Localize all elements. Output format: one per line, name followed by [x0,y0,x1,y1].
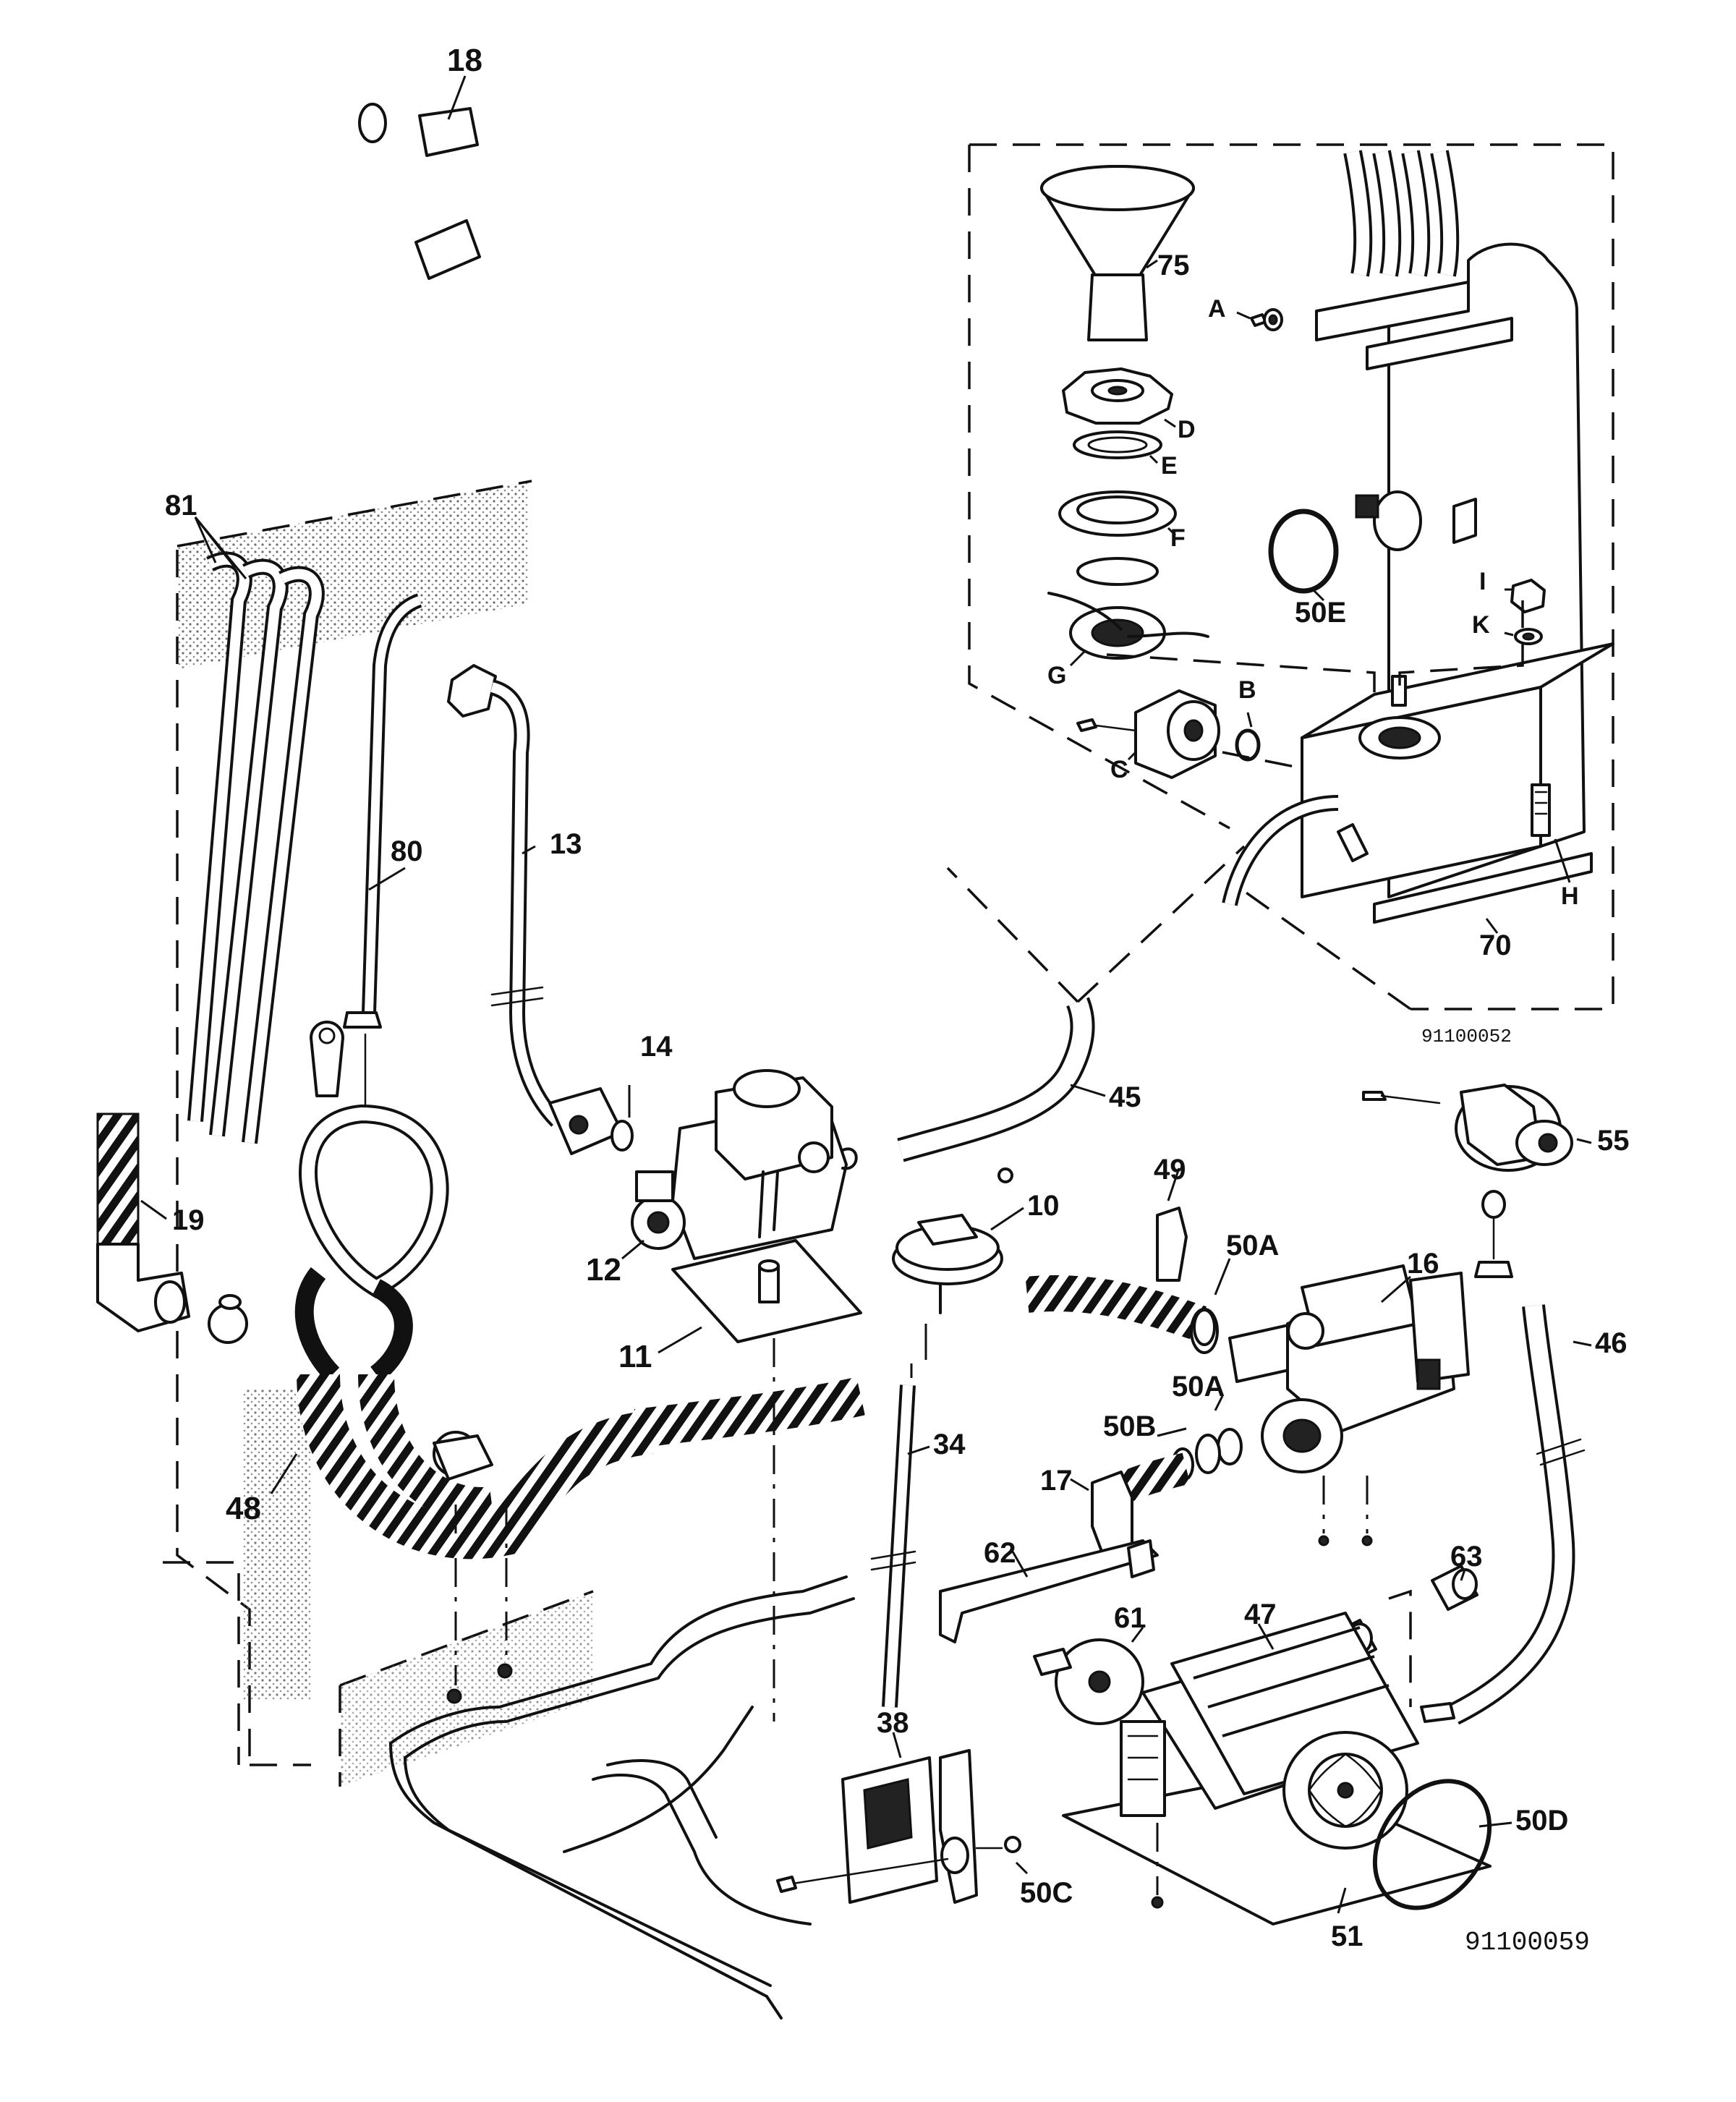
inset-hardware [1076,308,1546,779]
label-50B: 50B [1103,1410,1156,1442]
label-F: F [1170,524,1186,552]
drawing-code-inset: 91100052 [1421,1026,1512,1047]
label-34: 34 [933,1429,966,1460]
drain-hose [96,103,519,1344]
label-51: 51 [1331,1920,1363,1952]
gaskets-50 [1157,1258,1243,1482]
label-50D: 50D [1515,1805,1568,1837]
label-75: 75 [1157,250,1190,281]
tubes-81 [187,516,325,1144]
pressure-switch-10 [892,1167,1013,1360]
label-61: 61 [1114,1602,1146,1634]
cap-stack [1047,367,1209,667]
label-B: B [1238,676,1256,704]
hose-46 [1420,1304,1592,1725]
label-D: D [1178,416,1196,443]
label-50A-mid: 50A [1172,1371,1225,1403]
label-19: 19 [172,1204,205,1236]
label-E: E [1161,452,1178,480]
label-38: 38 [877,1707,909,1739]
label-H: H [1561,882,1579,910]
hose-45 [897,845,1246,1162]
label-I: I [1479,568,1486,595]
label-C: C [1110,756,1128,783]
label-13: 13 [550,828,582,860]
label-18: 18 [447,43,482,78]
tube-34 [870,1363,916,1708]
label-80: 80 [391,835,423,867]
dispenser-70 [1222,150,1614,934]
label-63: 63 [1450,1541,1483,1573]
label-A: A [1208,295,1226,323]
inlet-hose-13 [447,664,624,1155]
label-45: 45 [1109,1081,1141,1113]
label-10: 10 [1027,1190,1060,1222]
inset-boundary [968,143,1614,1010]
label-62: 62 [984,1537,1016,1569]
drawing-code-main: 91100059 [1465,1928,1590,1957]
label-49: 49 [1154,1154,1186,1186]
label-16: 16 [1407,1248,1439,1280]
flange-61 [1033,1627,1144,1725]
motor-47 [1062,1612,1492,1926]
pump-16 [1025,1264,1470,1546]
oring-50D [1372,1779,1512,1910]
label-81: 81 [165,490,197,522]
label-14: 14 [640,1031,673,1063]
bracket-62 [939,1539,1159,1643]
bracket-plate-11 [671,1239,862,1722]
label-46: 46 [1595,1327,1628,1359]
label-70: 70 [1479,929,1512,961]
cabinet-outline [163,480,594,1787]
tub-hose-48 [294,1021,865,1560]
support-38 [776,1732,1029,1904]
washer-14 [610,1085,634,1152]
elbow-17 [1070,1452,1191,1557]
label-11: 11 [618,1339,652,1374]
label-50C: 50C [1020,1877,1073,1909]
label-12: 12 [586,1252,621,1288]
label-17: 17 [1040,1465,1073,1497]
label-G: G [1047,662,1066,689]
label-47: 47 [1244,1599,1277,1630]
base-pan [389,1505,855,2020]
inlet-valve-12 [631,1069,858,1260]
spring-clip-49 [1156,1167,1188,1282]
callout-labels: 18 81 80 13 14 12 11 19 48 45 10 49 50A … [140,43,1630,1957]
vent-tube-80 [343,593,422,1115]
label-48: 48 [226,1491,261,1526]
label-50A-top: 50A [1226,1230,1279,1261]
control-55 [1362,1084,1592,1278]
funnel-75 [1040,165,1195,341]
label-50E: 50E [1295,597,1346,629]
label-55: 55 [1597,1125,1630,1157]
label-K: K [1472,611,1490,639]
